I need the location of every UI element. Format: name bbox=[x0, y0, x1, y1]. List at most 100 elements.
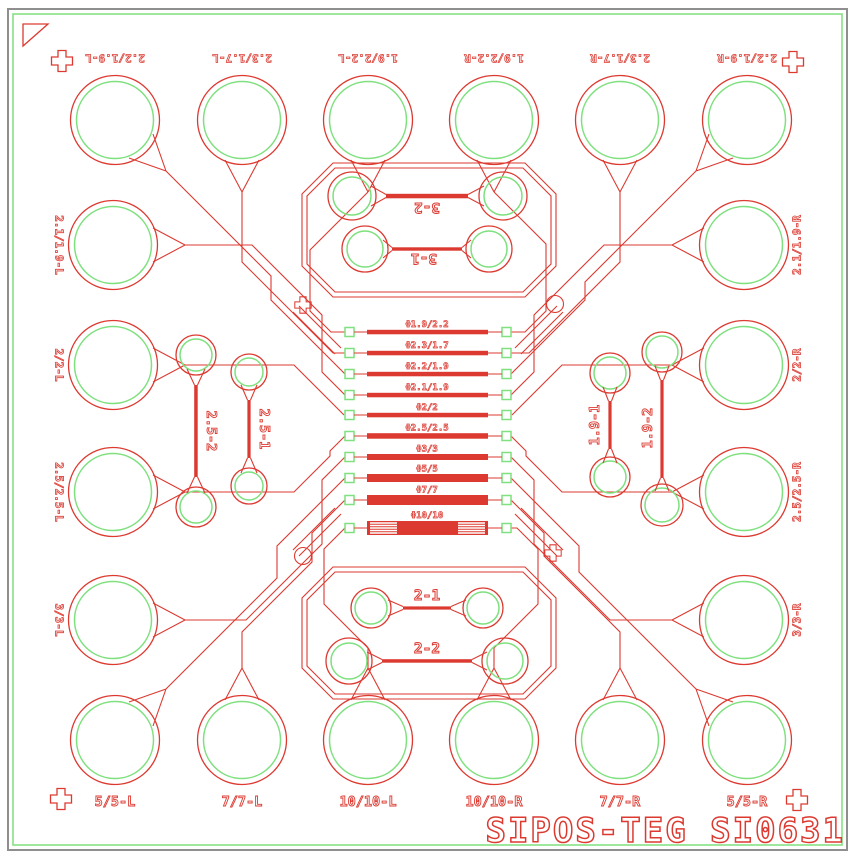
trace bbox=[493, 527, 539, 668]
fiducial-circle-icon bbox=[545, 294, 565, 314]
pad-label: 10/10-L bbox=[340, 794, 397, 810]
pad-bottom-1 bbox=[69, 694, 161, 786]
pad-left-3 bbox=[67, 446, 159, 538]
pad-label: 2.3/1.7-R bbox=[590, 52, 650, 65]
pad-label: 3/3-R bbox=[791, 603, 804, 636]
bar-label: Φ2.2/1.9 bbox=[405, 362, 448, 372]
pad-bottom-6 bbox=[701, 694, 793, 786]
bar-label: Φ7/7 bbox=[416, 486, 438, 496]
trace bbox=[309, 191, 369, 333]
pad-bottom-2 bbox=[196, 694, 288, 786]
dumbbell-label: 2.5-1 bbox=[256, 409, 272, 450]
resistor-bar bbox=[367, 350, 488, 356]
pad-label: 2/2-L bbox=[53, 348, 66, 381]
chip-title: SIPOS-TEG SI0631 bbox=[485, 811, 845, 851]
trace bbox=[165, 170, 346, 375]
resistor-bar bbox=[367, 495, 488, 505]
pad-labels: 2.2/1.9-L 2.3/1.7-L 1.9/2.2-L 1.9/2.2-R … bbox=[52, 51, 804, 810]
pad-label: 2.5/2.5-R bbox=[791, 462, 804, 522]
trace bbox=[510, 477, 697, 690]
trace bbox=[510, 435, 672, 493]
resistor-bar-array: Φ1.9/2.2 Φ2.3/1.7 Φ2.2/1.9 Φ2.1/1.9 Φ2/2… bbox=[344, 320, 512, 535]
dumbbell-structures: 3-2 3-1 2-1 2-2 bbox=[175, 171, 684, 685]
dumbbell-3-2: 3-2 bbox=[327, 171, 528, 221]
dumbbell-1.9-2: 1.9-2 bbox=[640, 331, 684, 527]
pad-top-1 bbox=[69, 74, 161, 166]
pad-label: 1.9/2.2-L bbox=[338, 52, 398, 65]
dumbbell-2-2: 2-2 bbox=[325, 637, 529, 685]
alignment-cross-icon bbox=[785, 788, 809, 812]
pad-left-1 bbox=[67, 199, 159, 291]
pad-label: 2/2-R bbox=[791, 348, 804, 381]
trace bbox=[510, 456, 672, 621]
dumbbell-label: 3-2 bbox=[414, 199, 440, 215]
trace bbox=[185, 244, 346, 396]
trace-bundle bbox=[292, 305, 342, 355]
trace bbox=[241, 499, 346, 668]
pad-right-4 bbox=[698, 574, 790, 666]
trace bbox=[185, 456, 346, 621]
pad-label: 5/5-L bbox=[95, 794, 136, 810]
resistor-bar bbox=[367, 412, 488, 418]
dumbbell-2.5-2: 2.5-2 bbox=[175, 334, 219, 528]
pad-top-4 bbox=[448, 74, 540, 166]
pad-label: 2.2/1.9-R bbox=[717, 52, 777, 65]
bar-terminal-links bbox=[354, 331, 502, 529]
pad-tails bbox=[128, 133, 734, 727]
orientation-triangle-icon bbox=[22, 23, 50, 48]
bar-contact-hatch bbox=[370, 522, 485, 534]
trace bbox=[185, 435, 346, 493]
die-edge-frame bbox=[7, 8, 848, 851]
guard-ring-inner bbox=[306, 167, 552, 293]
pad-right-3 bbox=[698, 446, 790, 538]
bar-label: Φ2.1/1.9 bbox=[405, 383, 448, 393]
alignment-cross-icon bbox=[49, 787, 73, 811]
pad-label: 2.5/2.5-L bbox=[53, 462, 66, 522]
bar-label: Φ2.3/1.7 bbox=[405, 341, 448, 351]
pad-left-4 bbox=[67, 574, 159, 666]
resistor-bars bbox=[367, 329, 488, 535]
routing-traces bbox=[165, 170, 697, 690]
bar-label: Φ5/5 bbox=[416, 465, 438, 475]
pad-label: 2.1/1.9-R bbox=[791, 215, 804, 275]
resistor-bar bbox=[367, 392, 488, 398]
pad-label: 7/7-L bbox=[222, 794, 263, 810]
bar-label: Φ3/3 bbox=[416, 445, 438, 455]
pad-top-2 bbox=[196, 74, 288, 166]
pad-label: 5/5-R bbox=[727, 794, 769, 810]
dumbbell-label: 1.9-1 bbox=[587, 405, 603, 446]
guard-ring-outer bbox=[301, 566, 557, 700]
bar-labels: Φ1.9/2.2 Φ2.3/1.7 Φ2.2/1.9 Φ2.1/1.9 Φ2/2… bbox=[405, 320, 449, 522]
trace-bundle bbox=[514, 305, 564, 355]
guard-rings bbox=[301, 162, 557, 700]
trace bbox=[511, 364, 672, 416]
pad-bottom-4 bbox=[448, 694, 540, 786]
guard-ring-inner bbox=[306, 571, 552, 695]
trace bbox=[493, 191, 547, 333]
fiducial-circle-icon bbox=[293, 546, 313, 566]
trace bbox=[510, 499, 621, 668]
dumbbell-label: 3-1 bbox=[411, 250, 437, 266]
pad-bottom-3 bbox=[322, 694, 414, 786]
pad-label: 2.2/1.9-L bbox=[85, 52, 145, 65]
pad-label: 3/3-L bbox=[53, 603, 66, 636]
pad-right-1 bbox=[698, 199, 790, 291]
pad-left-2 bbox=[67, 319, 159, 411]
guard-ring-outer bbox=[301, 162, 557, 298]
resistor-bar bbox=[367, 433, 488, 439]
pad-label: 10/10-R bbox=[466, 794, 524, 810]
trace bbox=[510, 244, 672, 396]
pad-label: 1.9/2.2-R bbox=[464, 52, 524, 65]
pad-bottom-5 bbox=[574, 694, 666, 786]
alignment-cross-icon bbox=[50, 49, 74, 73]
bar-label: Φ2/2 bbox=[416, 403, 438, 413]
pad-label: 7/7-R bbox=[600, 794, 642, 810]
pad-label: 2.3/1.7-L bbox=[212, 52, 272, 65]
bar-label: Φ2.5/2.5 bbox=[405, 424, 448, 434]
alignment-cross-icon bbox=[781, 50, 805, 74]
resistor-bar bbox=[367, 371, 488, 377]
pad-top-6 bbox=[701, 74, 793, 166]
dumbbell-3-1: 3-1 bbox=[341, 225, 513, 273]
